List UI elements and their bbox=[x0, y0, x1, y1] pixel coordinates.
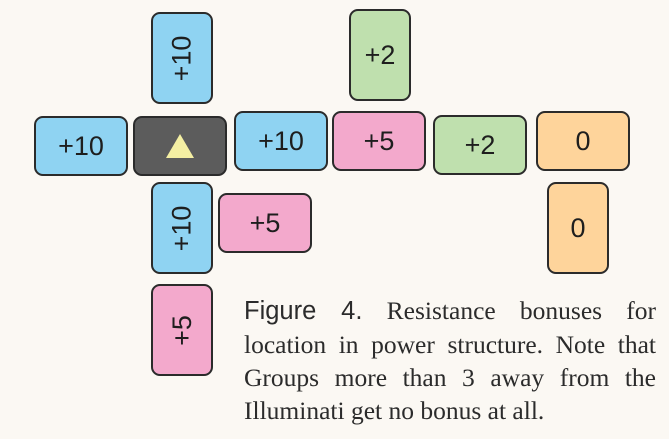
card-right-plus2: +2 bbox=[433, 115, 527, 175]
card-value: +5 bbox=[249, 207, 281, 238]
card-value: +10 bbox=[58, 130, 104, 161]
card-left-plus10: +10 bbox=[34, 116, 128, 176]
card-value: +5 bbox=[166, 314, 197, 346]
triangle-icon bbox=[166, 134, 194, 158]
card-value: +2 bbox=[464, 129, 496, 160]
card-value: +5 bbox=[363, 125, 395, 156]
card-pink-plus5: +5 bbox=[218, 193, 312, 253]
card-right-zero: 0 bbox=[536, 111, 630, 171]
illuminati-card bbox=[133, 116, 227, 176]
card-value: +10 bbox=[166, 205, 197, 251]
card-top-plus2: +2 bbox=[349, 9, 411, 101]
card-right-plus5: +5 bbox=[332, 111, 426, 171]
card-value: 0 bbox=[570, 212, 586, 243]
figure-caption: Figure 4. Resistance bonuses for locatio… bbox=[244, 294, 656, 427]
card-bottom-zero: 0 bbox=[547, 182, 609, 274]
card-bottom-plus10: +10 bbox=[151, 182, 213, 274]
card-value: 0 bbox=[575, 125, 591, 156]
card-value: +10 bbox=[166, 35, 197, 81]
card-top-plus10: +10 bbox=[151, 12, 213, 104]
caption-text: Resistance bonuses for location in power… bbox=[244, 296, 656, 425]
card-bottom-plus5: +5 bbox=[151, 284, 213, 376]
card-value: +10 bbox=[258, 125, 304, 156]
card-value: +2 bbox=[364, 39, 396, 70]
figure-label: Figure 4. bbox=[244, 297, 363, 325]
card-right-plus10: +10 bbox=[234, 111, 328, 171]
